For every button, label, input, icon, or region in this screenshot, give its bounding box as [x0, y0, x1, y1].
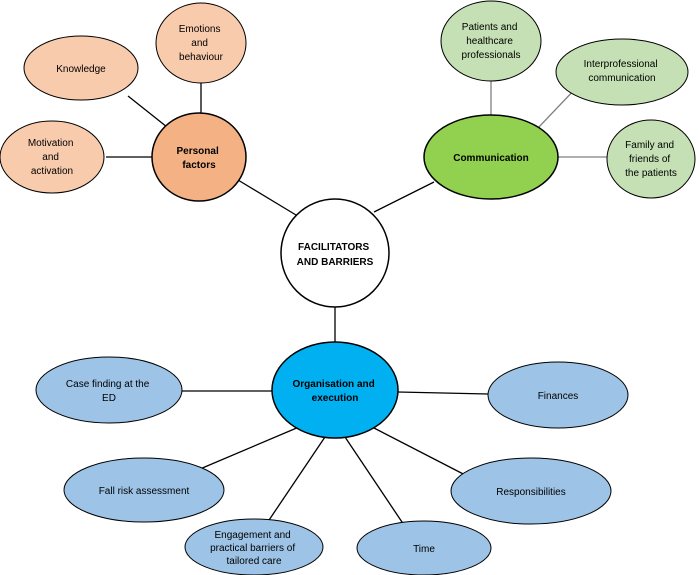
node-emotions-behaviour [155, 2, 247, 84]
node-motivation-activation [0, 120, 105, 194]
communication-cluster: Patients and healthcare professionals In… [423, 0, 696, 200]
label-motivation-activation: Motivation and activation [28, 138, 76, 177]
link-organisation-time [344, 436, 409, 532]
label-family-friends: Family and friends of the patients [625, 140, 677, 179]
label-facilitators-barriers: FACILITATORS AND BARRIERS [297, 242, 374, 268]
link-personal-knowledge [127, 95, 168, 128]
label-personal-factors: Personal factors [176, 146, 221, 171]
node-communication [423, 114, 559, 200]
label-responsibilities: Responsibilities [496, 487, 565, 498]
node-facilitators-barriers [280, 198, 390, 308]
label-time: Time [413, 544, 435, 555]
label-patients-professionals: Patients and healthcare professionals [462, 22, 521, 61]
node-responsibilities [450, 457, 612, 525]
label-fall-risk: Fall risk assessment [99, 486, 190, 497]
node-patients-professionals [440, 0, 542, 82]
node-finances [487, 361, 629, 429]
node-organisation-execution [271, 341, 399, 439]
label-organisation-execution: Organisation and execution [292, 379, 377, 404]
label-case-finding: Case finding at the ED [66, 379, 152, 404]
label-emotions-behaviour: Emotions and behaviour [179, 24, 224, 63]
node-knowledge [23, 35, 139, 101]
node-time [356, 520, 492, 575]
label-communication: Communication [453, 153, 529, 164]
node-fall-risk [63, 457, 225, 523]
link-center-personal [237, 179, 297, 216]
personal-factors-cluster: Emotions and behaviour Knowledge Motivat… [0, 2, 247, 202]
label-finances: Finances [538, 391, 579, 402]
label-engagement: Engagement and practical barriers of tai… [210, 530, 298, 567]
connectors [106, 81, 609, 532]
link-center-communication [373, 181, 435, 213]
node-interprofessional [555, 38, 689, 106]
link-organisation-engagement [262, 436, 326, 530]
label-knowledge: Knowledge [56, 64, 106, 75]
node-personal-factors [151, 112, 247, 202]
node-family-friends [606, 119, 696, 199]
center-cluster: FACILITATORS AND BARRIERS [280, 198, 390, 308]
link-organisation-finances [397, 391, 489, 395]
node-case-finding [35, 356, 183, 424]
label-interprofessional: Interprofessional communication [584, 59, 661, 84]
link-organisation-fallrisk [199, 426, 300, 470]
organisation-cluster: Case finding at the ED Finances Fall ris… [35, 341, 629, 575]
node-engagement [184, 518, 324, 575]
link-organisation-responsibilities [373, 427, 472, 479]
